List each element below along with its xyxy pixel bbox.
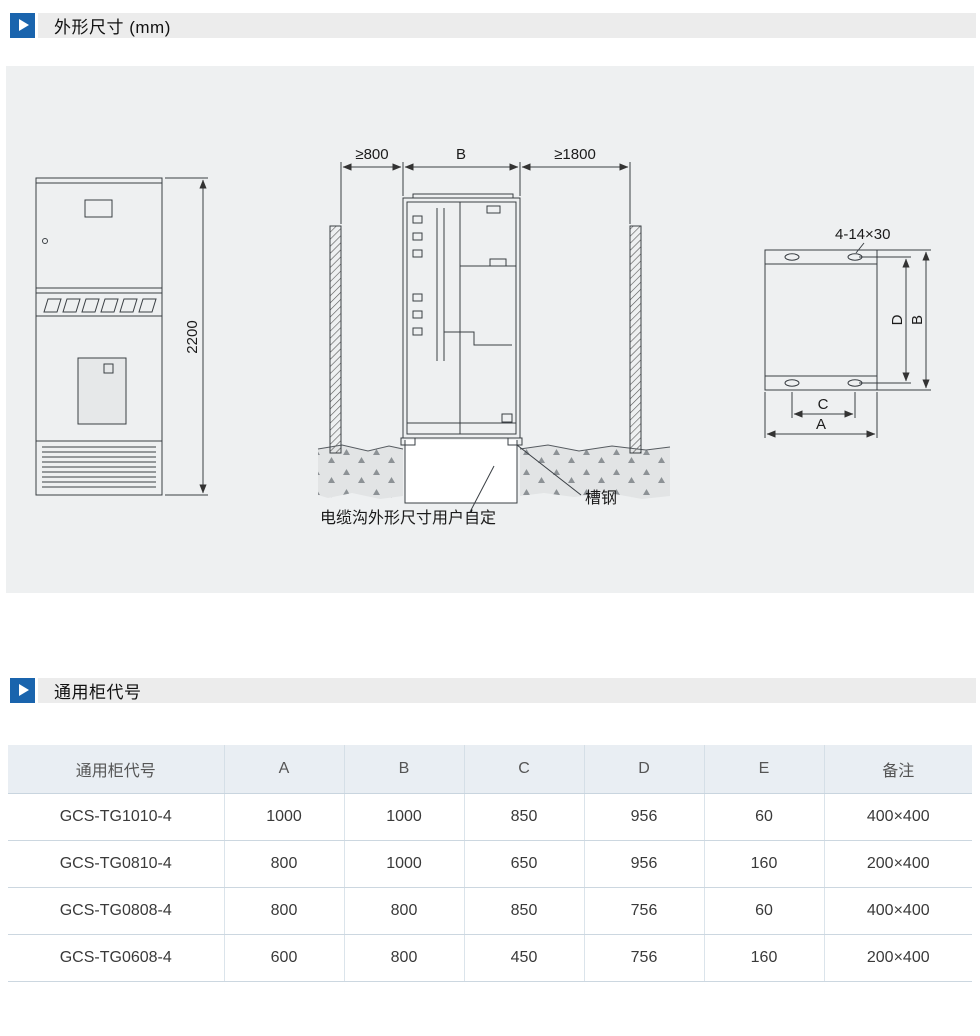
plan-dim-b: B (909, 315, 926, 325)
play-icon (19, 19, 29, 31)
cell-c: 650 (464, 840, 585, 888)
table-header-row: 通用柜代号 A B C D E 备注 (8, 745, 972, 794)
section-title-strip: 通用柜代号 (38, 677, 976, 703)
cell-c: 450 (464, 934, 585, 982)
plan-dim-a: A (816, 416, 826, 433)
col-header-code: 通用柜代号 (8, 745, 225, 794)
play-icon (19, 684, 29, 696)
side-width-dim: B (456, 146, 466, 163)
section-title: 通用柜代号 (54, 682, 142, 702)
dimension-diagram: 2200 (35, 146, 931, 527)
cell-d: 756 (584, 934, 705, 982)
plan-view-drawing (764, 242, 931, 438)
cabinet-code-table: 通用柜代号 A B C D E 备注 GCS-TG1010-4 1000 100… (8, 745, 972, 982)
cable-trench-label: 电缆沟外形尺寸用户自定 (320, 509, 496, 527)
table-row: GCS-TG0810-4 800 1000 650 956 160 200×40… (8, 840, 972, 888)
cell-c: 850 (464, 793, 585, 841)
col-header-d: D (584, 745, 705, 794)
col-header-b: B (344, 745, 465, 794)
col-header-remark: 备注 (824, 745, 972, 794)
cell-code: GCS-TG0810-4 (8, 840, 225, 888)
cell-a: 800 (224, 840, 345, 888)
cell-e: 60 (704, 887, 825, 935)
cell-remark: 200×400 (824, 934, 972, 982)
cell-c: 850 (464, 887, 585, 935)
cell-remark: 200×400 (824, 840, 972, 888)
cell-d: 756 (584, 887, 705, 935)
cell-a: 1000 (224, 793, 345, 841)
table-row: GCS-TG0808-4 800 800 850 756 60 400×400 (8, 887, 972, 935)
section-header-codes: 通用柜代号 (10, 677, 976, 703)
section-header-dimensions: 外形尺寸 (mm) (10, 12, 976, 38)
col-header-e: E (704, 745, 825, 794)
side-right-clearance-dim: ≥1800 (554, 146, 596, 163)
plan-holes-label: 4-14×30 (835, 226, 890, 243)
cell-code: GCS-TG0608-4 (8, 934, 225, 982)
cell-code: GCS-TG0808-4 (8, 887, 225, 935)
side-left-clearance-dim: ≥800 (355, 146, 388, 163)
cell-b: 1000 (344, 793, 465, 841)
plan-dim-d: D (889, 314, 906, 325)
table-row: GCS-TG0608-4 600 800 450 756 160 200×400 (8, 934, 972, 982)
cell-a: 600 (224, 934, 345, 982)
cell-e: 160 (704, 840, 825, 888)
dimension-diagram-panel: 2200 (6, 66, 974, 593)
cell-d: 956 (584, 840, 705, 888)
side-view-drawing (317, 162, 671, 513)
cell-d: 956 (584, 793, 705, 841)
cell-b: 1000 (344, 840, 465, 888)
col-header-a: A (224, 745, 345, 794)
front-height-dim: 2200 (184, 320, 201, 353)
section-title: 外形尺寸 (mm) (54, 17, 171, 37)
cell-b: 800 (344, 934, 465, 982)
plan-dim-c: C (818, 396, 829, 413)
front-view-drawing (35, 177, 208, 496)
col-header-c: C (464, 745, 585, 794)
cell-remark: 400×400 (824, 887, 972, 935)
cell-e: 160 (704, 934, 825, 982)
cell-code: GCS-TG1010-4 (8, 793, 225, 841)
cell-e: 60 (704, 793, 825, 841)
section-title-strip: 外形尺寸 (mm) (38, 12, 976, 38)
section-marker-icon (10, 677, 35, 703)
section-marker-icon (10, 12, 35, 38)
cell-a: 800 (224, 887, 345, 935)
cell-b: 800 (344, 887, 465, 935)
table-row: GCS-TG1010-4 1000 1000 850 956 60 400×40… (8, 793, 972, 841)
cell-remark: 400×400 (824, 793, 972, 841)
channel-steel-label: 槽钢 (585, 489, 617, 507)
